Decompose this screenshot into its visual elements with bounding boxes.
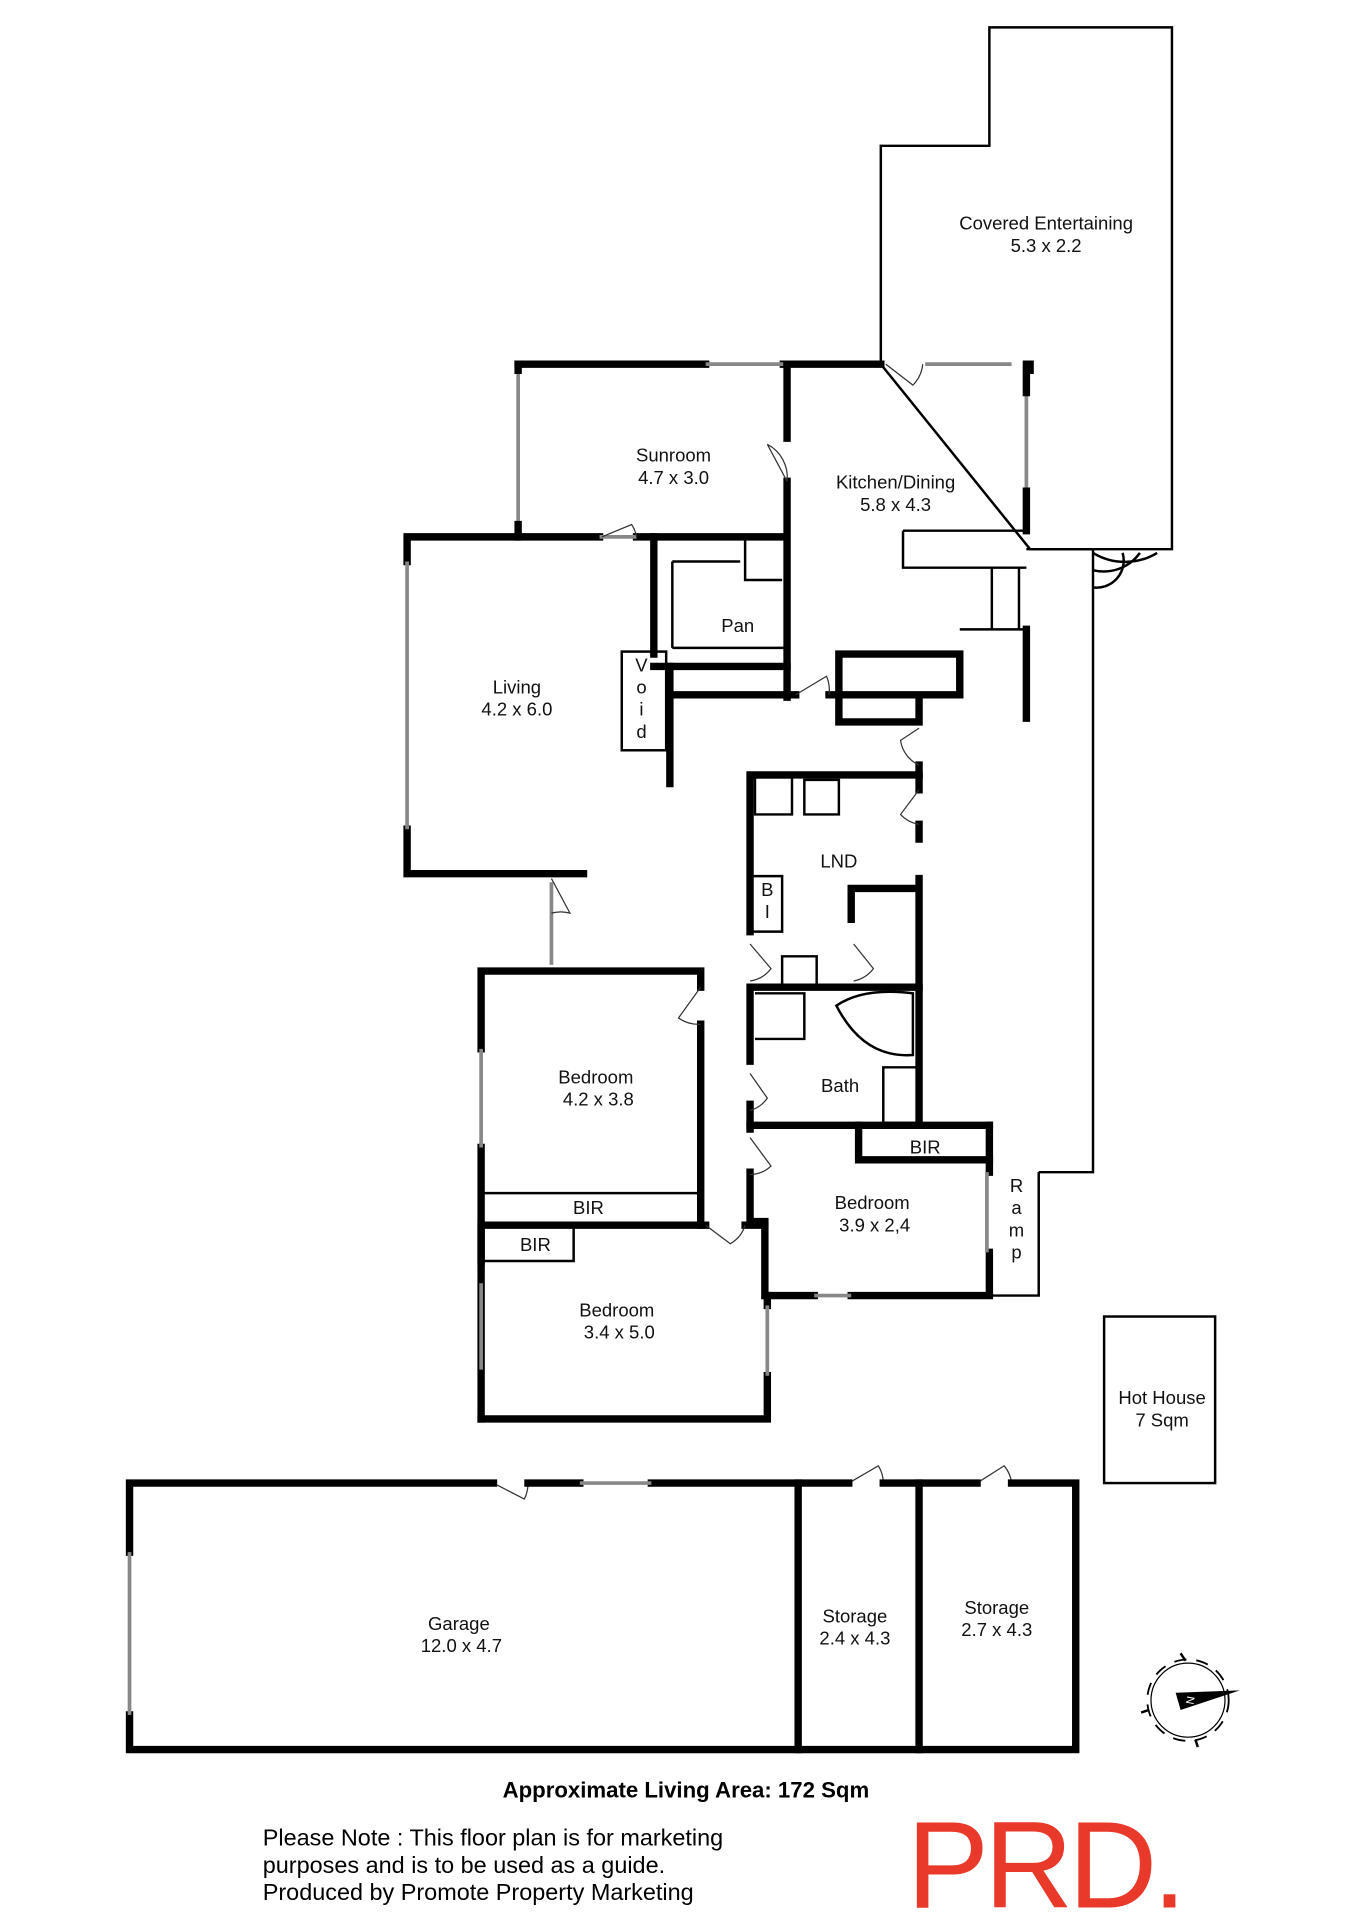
room-label-bedroom-1-bir: BIR <box>573 1197 604 1218</box>
hot-house-box <box>1102 1315 1217 1485</box>
note-line-1: Please Note : This floor plan is for mar… <box>263 1825 723 1851</box>
void-box <box>620 650 668 752</box>
steps-icon <box>1092 551 1158 589</box>
svg-text:N: N <box>1185 1695 1198 1705</box>
note-line-2: purposes and is to be used as a guide. <box>263 1852 665 1878</box>
north-compass-icon: N <box>1140 1652 1240 1748</box>
room-label-bedroom-2-bir: BIR <box>910 1137 941 1158</box>
door-swings <box>493 363 1013 1500</box>
note-line-3: Produced by Promote Property Marketing <box>263 1879 694 1905</box>
room-label-laundry: LND <box>820 850 857 871</box>
room-label-pantry: Pan <box>721 615 754 636</box>
prd-logo: PRD. <box>907 1796 1182 1920</box>
house-walls <box>403 360 1095 1423</box>
room-label-bath: Bath <box>821 1075 859 1096</box>
living-area-text: Approximate Living Area: 172 Sqm <box>503 1778 870 1803</box>
room-label-bedroom-3-bir: BIR <box>520 1234 551 1255</box>
garage-walls <box>125 1479 1080 1754</box>
